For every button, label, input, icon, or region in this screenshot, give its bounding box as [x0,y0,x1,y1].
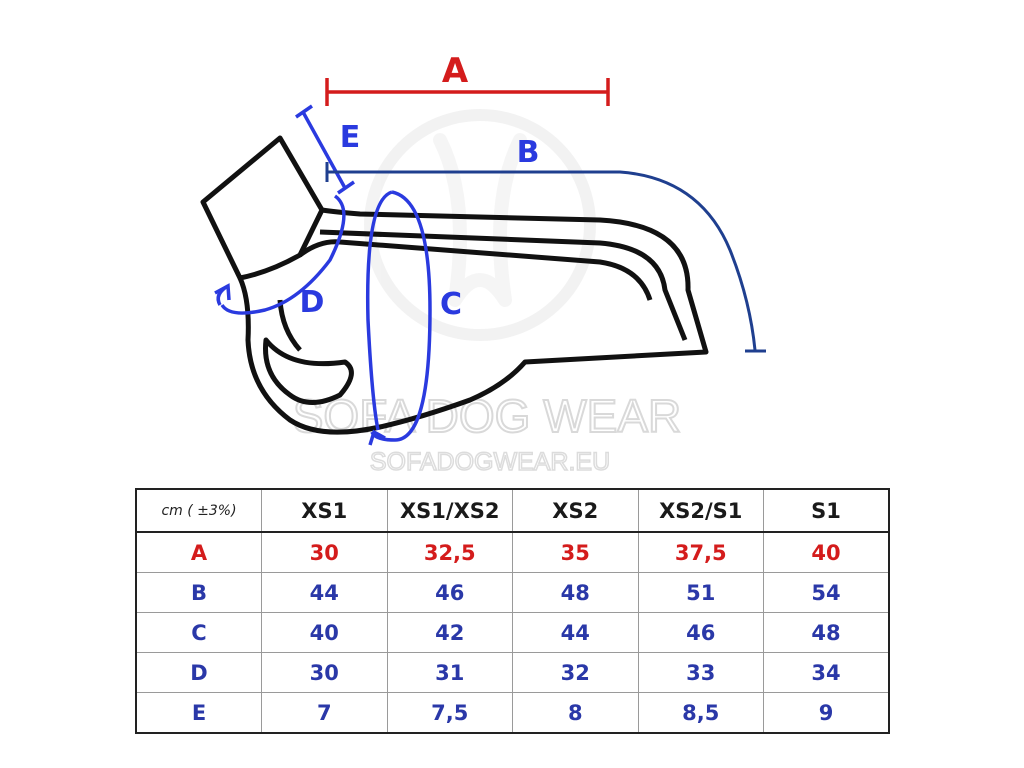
dimension-c-label: C [440,287,462,322]
table-cell: 7,5 [386,692,513,734]
size-header: S1 [763,488,890,533]
garment-diagram: SOFA DOG WEAR SOFADOGWEAR.EU A E B [200,51,766,477]
table-cell: 35 [512,531,639,573]
dimension-b-label: B [517,135,540,170]
table-cell: 40 [261,612,388,653]
dimension-d [214,194,346,315]
dimension-a-label: A [442,51,469,91]
row-label: A [135,531,262,573]
dimension-c [365,190,432,446]
dimension-e-label: E [340,120,361,155]
table-row: B 44 46 48 51 54 [135,572,890,613]
table-cell: 32,5 [386,531,513,573]
unit-header: cm ( ±3%) [135,488,262,533]
table-cell: 30 [261,531,388,573]
row-label: E [135,692,262,734]
row-label: C [135,612,262,653]
table-cell: 7 [261,692,388,734]
dimension-b [325,162,766,353]
row-label: D [135,652,262,693]
table-cell: 9 [763,692,890,734]
table-cell: 32 [512,652,639,693]
table-cell: 44 [512,612,639,653]
table-cell: 44 [261,572,388,613]
garment-outline [200,135,709,435]
table-cell: 8,5 [637,692,764,734]
table-row: C 40 42 44 46 48 [135,612,890,653]
table-cell: 31 [386,652,513,693]
table-cell: 42 [386,612,513,653]
watermark-url: SOFADOGWEAR.EU [370,448,610,476]
dimension-d-label: D [300,285,325,320]
table-cell: 8 [512,692,639,734]
table-cell: 30 [261,652,388,693]
size-header: XS2/S1 [637,488,764,533]
watermark-logo [364,109,596,341]
table-cell: 46 [637,612,764,653]
table-row: D 30 31 32 33 34 [135,652,890,693]
size-header: XS1 [261,488,388,533]
row-label: B [135,572,262,613]
table-cell: 33 [637,652,764,693]
watermark-text: SOFA DOG WEAR [293,390,682,442]
table-cell: 34 [763,652,890,693]
table-cell: 51 [637,572,764,613]
table-row: A 30 32,5 35 37,5 40 [135,531,890,573]
table-cell: 37,5 [637,531,764,573]
table-cell: 46 [386,572,513,613]
size-chart-table: cm ( ±3%) XS1 XS1/XS2 XS2 XS2/S1 S1 A 30… [135,488,890,734]
dimension-e [295,104,355,195]
size-header: XS1/XS2 [386,488,513,533]
table-cell: 48 [512,572,639,613]
table-header-row: cm ( ±3%) XS1 XS1/XS2 XS2 XS2/S1 S1 [135,488,890,533]
table-row: E 7 7,5 8 8,5 9 [135,692,890,734]
table-cell: 54 [763,572,890,613]
size-header: XS2 [512,488,639,533]
table-cell: 40 [763,531,890,573]
table-cell: 48 [763,612,890,653]
dimension-a [325,78,610,106]
